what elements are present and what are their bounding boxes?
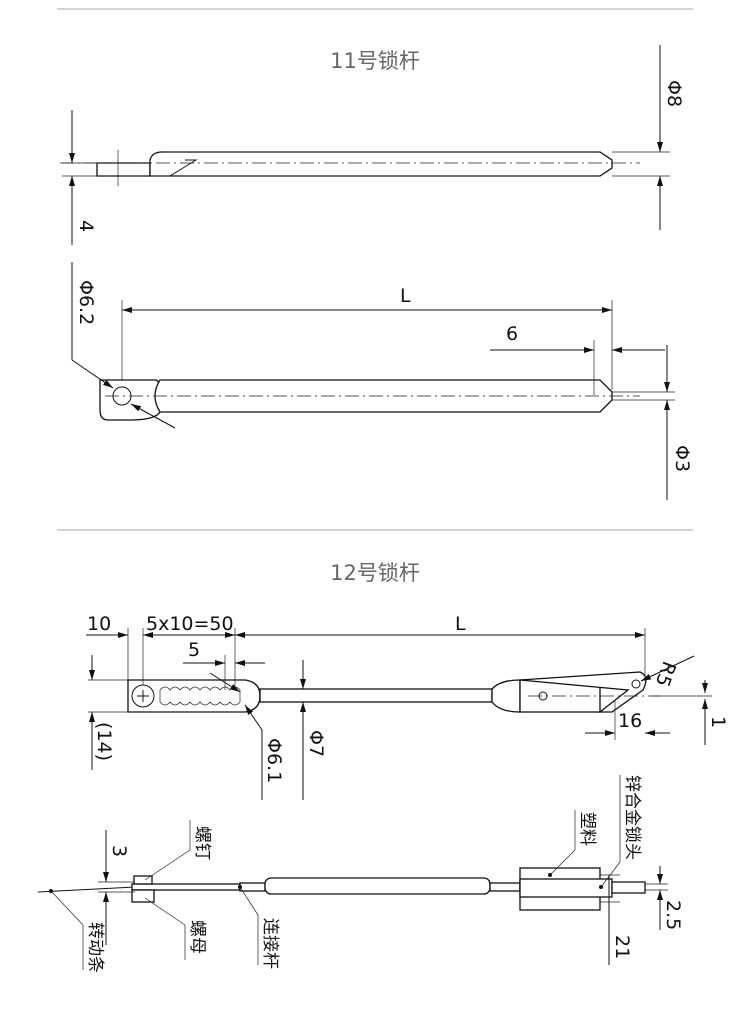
callout-nut: 螺母 <box>144 897 207 960</box>
rod-11-top-view <box>99 300 640 421</box>
dimension-14: (14) <box>88 655 128 770</box>
dimension-10: 10 <box>86 613 128 638</box>
svg-text:21: 21 <box>611 935 633 959</box>
section-title-12: 12号锁杆 <box>330 561 420 585</box>
svg-text:(14): (14) <box>93 722 115 761</box>
svg-text:螺钉: 螺钉 <box>192 826 212 860</box>
dimension-21: 21 <box>600 874 633 965</box>
svg-text:Φ8: Φ8 <box>663 80 685 107</box>
svg-text:Φ6.2: Φ6.2 <box>75 280 97 325</box>
dimension-d7: Φ7 <box>300 660 327 800</box>
svg-text:Φ3: Φ3 <box>671 445 693 472</box>
svg-text:4: 4 <box>75 220 97 232</box>
callout-plastic: 塑料 <box>548 810 597 877</box>
svg-text:R5: R5 <box>651 658 680 689</box>
dimension-4: 4 <box>62 110 100 245</box>
dimension-6: 6 <box>490 323 665 395</box>
dimension-r5: R5 <box>640 655 695 690</box>
rod-12-side-view <box>37 867 646 911</box>
dimension-d8: Φ8 <box>612 45 685 230</box>
section-title-11: 11号锁杆 <box>330 49 420 73</box>
dimension-L-12: L <box>235 613 645 638</box>
svg-text:2.5: 2.5 <box>662 900 684 930</box>
rod-12-top-view <box>127 628 660 713</box>
svg-text:Φ6.1: Φ6.1 <box>263 738 285 783</box>
svg-text:3: 3 <box>108 845 130 857</box>
svg-text:16: 16 <box>618 710 642 732</box>
svg-text:1: 1 <box>707 716 729 728</box>
svg-text:螺母: 螺母 <box>187 920 207 954</box>
dimension-d6-1: Φ6.1 <box>209 672 285 800</box>
rod-11-side-view <box>60 150 640 186</box>
svg-text:6: 6 <box>506 323 518 345</box>
svg-text:Φ7: Φ7 <box>305 730 327 757</box>
dimension-3: 3 <box>98 830 135 945</box>
dimension-2-5: 2.5 <box>645 866 684 930</box>
callout-screw: 螺钉 <box>144 820 212 881</box>
svg-text:L: L <box>455 613 466 635</box>
svg-text:连接杆: 连接杆 <box>260 918 280 969</box>
dimension-5x10-50: 5x10=50 <box>143 613 235 638</box>
dimension-d3: Φ3 <box>612 345 693 500</box>
dimension-d6-2: Φ6.2 <box>71 262 176 429</box>
svg-text:5: 5 <box>188 639 200 661</box>
svg-text:L: L <box>400 285 411 307</box>
dimension-1: 1 <box>650 680 729 745</box>
dimension-16: 16 <box>585 700 670 740</box>
svg-text:锌合金锁头: 锌合金锁头 <box>622 775 642 860</box>
dimension-L-11: L <box>122 285 612 313</box>
callout-connecting-rod: 连接杆 <box>239 886 280 969</box>
svg-text:10: 10 <box>87 613 111 635</box>
svg-text:转动条: 转动条 <box>85 922 105 973</box>
callout-zinc-lock-head: 锌合金锁头 <box>599 775 642 889</box>
callout-rotating-bar: 转动条 <box>50 890 105 973</box>
dimension-5: 5 <box>183 639 265 690</box>
svg-text:塑料: 塑料 <box>577 812 597 846</box>
svg-text:5x10=50: 5x10=50 <box>146 613 234 635</box>
